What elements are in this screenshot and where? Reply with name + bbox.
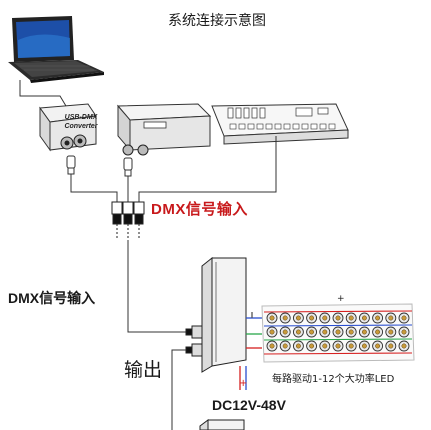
dmx-input-label-black: DMX信号输入 — [8, 290, 96, 306]
led-dot-core — [401, 329, 407, 335]
dmx-decoder-icon — [185, 256, 247, 373]
output-label: 输出 — [124, 359, 163, 381]
converter-label-line2: Converter — [64, 123, 98, 130]
led-dot-core — [309, 329, 315, 335]
led-note-label: 每路驱动1-12个大功率LED — [272, 374, 395, 385]
led-dot-core — [322, 329, 328, 335]
led-dot-core — [335, 315, 341, 321]
usb-dmx-converter-icon — [39, 103, 97, 152]
led-dot-core — [401, 343, 407, 349]
dmx-input-label-red: DMX信号输入 — [151, 201, 248, 218]
led-dot-core — [361, 343, 367, 349]
led-dot-core — [295, 315, 301, 321]
led-dot-core — [269, 343, 275, 349]
led-dot-core — [322, 315, 328, 321]
led-dot-core — [309, 315, 315, 321]
led-dot-core — [375, 315, 381, 321]
led-dot-core — [295, 329, 301, 335]
diagram-title: 系统连接示意图 — [168, 13, 266, 29]
led-dot-core — [282, 315, 288, 321]
led-dot-core — [388, 329, 394, 335]
led-dot-core — [401, 315, 407, 321]
plus-sign: + — [337, 294, 345, 304]
led-dot-core — [269, 329, 275, 335]
led-dot-core — [322, 343, 328, 349]
led-dot-core — [348, 329, 354, 335]
led-dot-core — [309, 343, 315, 349]
xlr-plug-icon — [66, 155, 133, 177]
led-dot-core — [388, 343, 394, 349]
led-dot-core — [282, 329, 288, 335]
power-supply-box — [199, 419, 245, 430]
xlr-connector-cluster — [111, 201, 145, 240]
converter-label-line1: USB-DMX — [64, 114, 98, 121]
led-dot-core — [295, 343, 301, 349]
led-dot-core — [361, 315, 367, 321]
led-dot-core — [375, 329, 381, 335]
laptop-icon — [8, 16, 104, 83]
power-label: DC12V-48V — [212, 397, 286, 413]
led-dot-core — [335, 329, 341, 335]
led-dot-core — [282, 343, 288, 349]
led-dot-core — [388, 315, 394, 321]
converter-label: USB-DMX Converter — [52, 113, 110, 131]
power-plus-sign: + — [239, 378, 248, 389]
led-dot-core — [361, 329, 367, 335]
led-array-icon — [261, 303, 415, 363]
dmx-console-icon — [116, 103, 212, 156]
led-dot-core — [375, 343, 381, 349]
led-dot-core — [269, 315, 275, 321]
lighting-desk-icon — [211, 103, 349, 145]
led-dot-core — [348, 343, 354, 349]
led-dot-core — [335, 343, 341, 349]
led-dot-core — [348, 315, 354, 321]
